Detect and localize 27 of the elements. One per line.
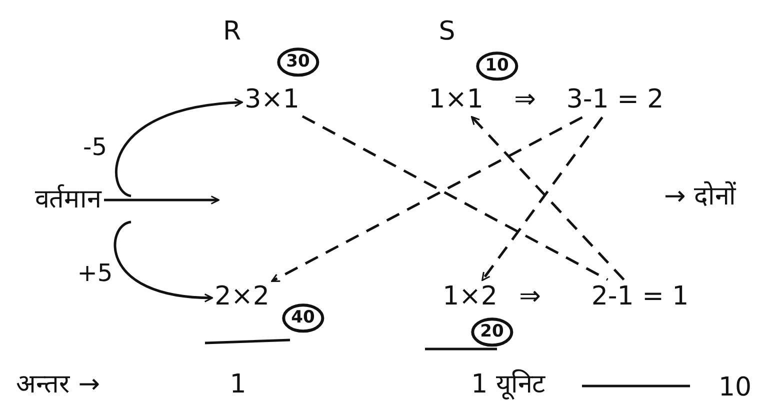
row-label: वर्तमान: [35, 186, 101, 214]
circled-number: 30: [277, 48, 319, 76]
dashed-line: [302, 115, 608, 281]
math-expression: 2-1 = 1: [591, 282, 689, 312]
implies-sign: ⇒: [514, 86, 536, 114]
curved-arrow: [114, 220, 214, 302]
implies-sign: ⇒: [519, 282, 541, 312]
value-text: 10: [718, 374, 752, 402]
math-expression: 3-1 = 2: [566, 86, 664, 114]
math-expression: 3×1: [244, 86, 300, 114]
row-label: अन्तर →: [16, 370, 100, 400]
math-expression: 1×2: [442, 282, 498, 312]
dashed-arrow: [482, 116, 604, 282]
value-text: 1: [230, 370, 246, 400]
column-heading: S: [438, 18, 456, 46]
arrow: [104, 196, 220, 204]
dashed-arrow: [470, 116, 625, 281]
circled-number: 20: [471, 318, 513, 346]
column-heading: R: [222, 18, 242, 46]
value-text: 1 यूनिट: [471, 370, 545, 400]
note-text: → दोनों: [664, 182, 736, 212]
curved-arrow: [115, 98, 244, 198]
circled-number: 40: [282, 304, 324, 332]
math-expression: 2×2: [214, 282, 270, 312]
dashed-arrow: [271, 116, 583, 282]
circled-number: 10: [476, 52, 518, 80]
math-expression: 1×1: [428, 86, 484, 114]
